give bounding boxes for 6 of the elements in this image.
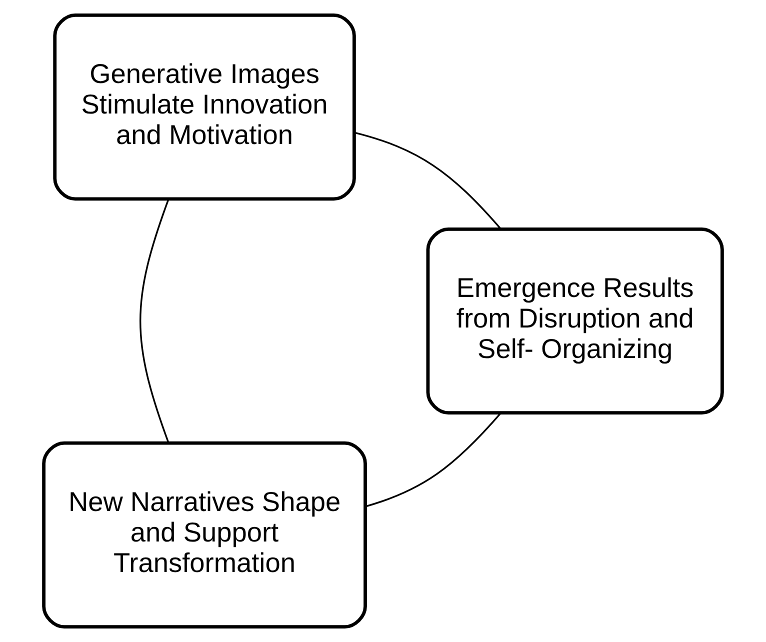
connector (354, 132, 502, 230)
node-box: Generative Images Stimulate Innovation and Motivation (53, 14, 356, 201)
connector (366, 412, 502, 508)
node-box: Emergence Results from Disruption and Self- Organizing (426, 227, 724, 415)
connector (140, 198, 170, 444)
node-box: New Narratives Shape and Support Transformation (42, 441, 367, 628)
